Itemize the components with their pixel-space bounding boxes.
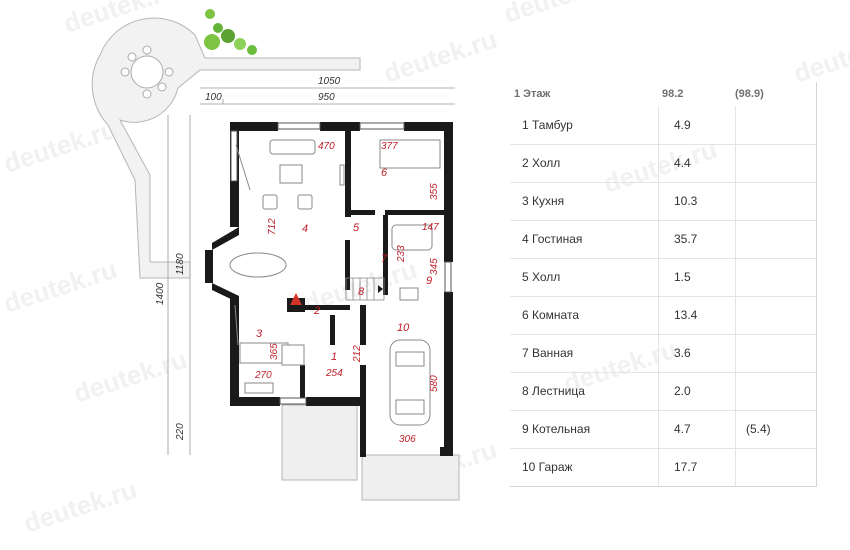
room-area: 35.7 [674,232,698,246]
room-area: 1.5 [674,270,691,284]
dim-1050: 1050 [318,76,341,87]
room-name: 7 Ванная [522,346,574,360]
fireplace-icon [290,293,302,305]
dim-100: 100 [205,92,222,103]
room-number-6: 6 [381,167,388,179]
room-area: 17.7 [674,460,698,474]
chair [142,45,152,55]
dim-212: 212 [352,345,363,363]
dim-950: 950 [318,92,335,103]
staircase [345,277,385,301]
room-area: 4.4 [674,156,691,170]
room-area: 4.7 [674,422,691,436]
room-number-1: 1 [331,351,337,363]
table-row: 4 Гостиная 35.7 [510,220,816,259]
room-area-alt: (5.4) [746,422,771,436]
room-area: 13.4 [674,308,698,322]
table-row: 10 Гараж 17.7 [510,448,816,486]
room-area: 3.6 [674,346,691,360]
dim-147: 147 [422,222,439,233]
room-number-9: 9 [426,275,432,287]
dim-1400: 1400 [155,282,166,305]
room-number-5: 5 [353,222,360,234]
room-name: 6 Комната [522,308,579,322]
table-row: 9 Котельная 4.7 (5.4) [510,410,816,449]
watermark: deutek.ru [500,0,621,29]
dim-270: 270 [254,370,272,381]
dim-233: 233 [396,245,407,263]
chair [142,89,152,99]
dim-1180: 1180 [175,253,186,275]
windows [230,122,452,405]
chair [157,82,167,92]
chair [120,67,130,77]
dim-220: 220 [175,423,186,441]
room-name: 1 Тамбур [522,118,573,132]
room-name: 2 Холл [522,156,561,170]
dim-254: 254 [325,368,343,379]
dim-470: 470 [318,141,335,152]
furniture [229,139,441,426]
table-row: 1 Тамбур 4.9 [510,106,816,145]
floor-total-alt: (98.9) [735,88,764,100]
room-area: 2.0 [674,384,691,398]
room-number-4: 4 [302,223,308,235]
table-row: 5 Холл 1.5 [510,258,816,297]
room-name: 8 Лестница [522,384,585,398]
floor-plan: 1050 950 100 1400 1180 220 [91,9,460,501]
dim-345: 345 [429,258,440,275]
dim-355: 355 [429,183,440,200]
watermark: deutek.ru [790,23,850,89]
stair-arrow [378,285,383,293]
room-name: 10 Гараж [522,460,573,474]
table-header: 1 Этаж 98.2 (98.9) [510,82,816,106]
porch [281,404,358,481]
dim-365: 365 [269,343,280,360]
room-name: 3 Кухня [522,194,565,208]
room-name: 5 Холл [522,270,561,284]
dim-712: 712 [267,218,278,235]
garage-apron [361,454,460,501]
chair [127,52,137,62]
floor-total: 98.2 [662,88,684,100]
area-table: 1 Этаж 98.2 (98.9) 1 Тамбур 4.9 2 Холл 4… [510,82,817,487]
room-name: 4 Гостиная [522,232,583,246]
table-row: 7 Ванная 3.6 [510,334,816,373]
room-number-8: 8 [358,286,365,298]
floor-label: 1 Этаж [514,88,551,100]
dim-306: 306 [399,434,416,445]
chair [164,67,174,77]
dim-377: 377 [381,141,398,152]
room-area: 10.3 [674,194,698,208]
room-area: 4.9 [674,118,691,132]
room-number-3: 3 [256,328,263,340]
table-row: 3 Кухня 10.3 [510,182,816,221]
table-row: 6 Комната 13.4 [510,296,816,335]
room-number-2: 2 [313,305,320,317]
room-name: 9 Котельная [522,422,591,436]
dim-580: 580 [429,375,440,392]
round-table [130,55,164,89]
plants [204,9,257,55]
room-number-7: 7 [381,253,388,265]
room-number-10: 10 [397,322,410,334]
table-row: 8 Лестница 2.0 [510,372,816,411]
dimension-lines [167,87,455,455]
table-row: 2 Холл 4.4 [510,144,816,183]
